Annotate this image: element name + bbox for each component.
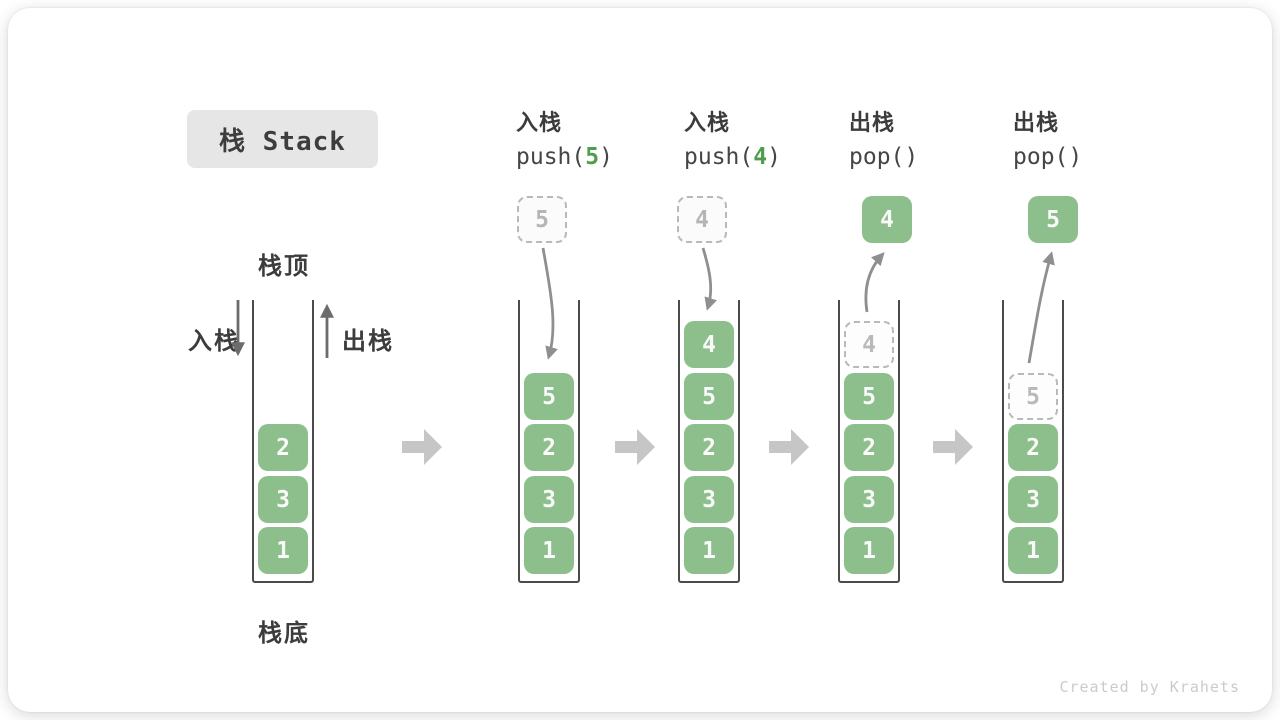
stack-item: 2 [258, 424, 308, 471]
op-label-push-5: 入栈 push(5) [516, 105, 613, 170]
stack-item: 4 [684, 321, 734, 368]
op-name: 出栈 [1013, 111, 1060, 136]
op-label-push-4: 入栈 push(4) [684, 105, 781, 170]
pop-direction-label: 出栈 [342, 327, 394, 355]
stack-item: 3 [1008, 476, 1058, 523]
page-title-text: 栈 Stack [219, 126, 346, 157]
op-code: push(5) [516, 144, 613, 170]
op-arg: 5 [585, 144, 600, 170]
op-name: 入栈 [516, 111, 563, 136]
floating-push-value: 5 [517, 196, 567, 243]
stack-item: 1 [258, 527, 308, 574]
stack-item: 3 [258, 476, 308, 523]
op-label-pop-1: 出栈 pop() [849, 105, 918, 170]
step-arrow-icon [933, 429, 973, 465]
stack-container-after-pop-5: 5 2 3 1 [1002, 300, 1064, 583]
stack-item-ghost: 4 [844, 321, 894, 368]
stack-item: 1 [684, 527, 734, 574]
stack-item: 5 [684, 373, 734, 420]
floating-push-value: 4 [677, 196, 727, 243]
op-arg: 4 [753, 144, 768, 170]
stack-item: 2 [844, 424, 894, 471]
stack-container-after-push-4: 4 5 2 3 1 [678, 300, 740, 583]
push-arrow-icon [701, 247, 717, 311]
stack-container-after-push-5: 5 2 3 1 [518, 300, 580, 583]
stack-item: 1 [844, 527, 894, 574]
popped-value-box: 4 [862, 196, 912, 243]
stack-item: 3 [684, 476, 734, 523]
op-code: pop() [849, 144, 919, 170]
step-arrow-icon [769, 429, 809, 465]
stack-item: 1 [1008, 527, 1058, 574]
op-name: 入栈 [684, 111, 731, 136]
stack-item: 2 [684, 424, 734, 471]
op-name: 出栈 [849, 111, 896, 136]
stack-top-label: 栈顶 [258, 252, 310, 280]
stack-item: 1 [524, 527, 574, 574]
push-direction-label: 入栈 [188, 327, 240, 355]
stack-item: 3 [844, 476, 894, 523]
stack-item: 3 [524, 476, 574, 523]
op-code: pop() [1013, 144, 1083, 170]
diagram-card: 栈 Stack 入栈 push(5) 入栈 push(4) 出栈 pop() 出… [8, 8, 1272, 712]
stack-bottom-label: 栈底 [258, 619, 310, 647]
stack-container-after-pop-4: 4 5 2 3 1 [838, 300, 900, 583]
stack-item-ghost: 5 [1008, 373, 1058, 420]
step-arrow-icon [615, 429, 655, 465]
step-arrow-icon [402, 429, 442, 465]
stack-item: 2 [1008, 424, 1058, 471]
stack-item: 5 [524, 373, 574, 420]
op-label-pop-2: 出栈 pop() [1013, 105, 1082, 170]
credit-text: Created by Krahets [1059, 678, 1240, 696]
op-code: push(4) [684, 144, 781, 170]
stack-container-initial: 2 3 1 [252, 300, 314, 583]
stack-item: 2 [524, 424, 574, 471]
popped-value-box: 5 [1028, 196, 1078, 243]
page-title: 栈 Stack [187, 110, 378, 168]
stack-item: 5 [844, 373, 894, 420]
